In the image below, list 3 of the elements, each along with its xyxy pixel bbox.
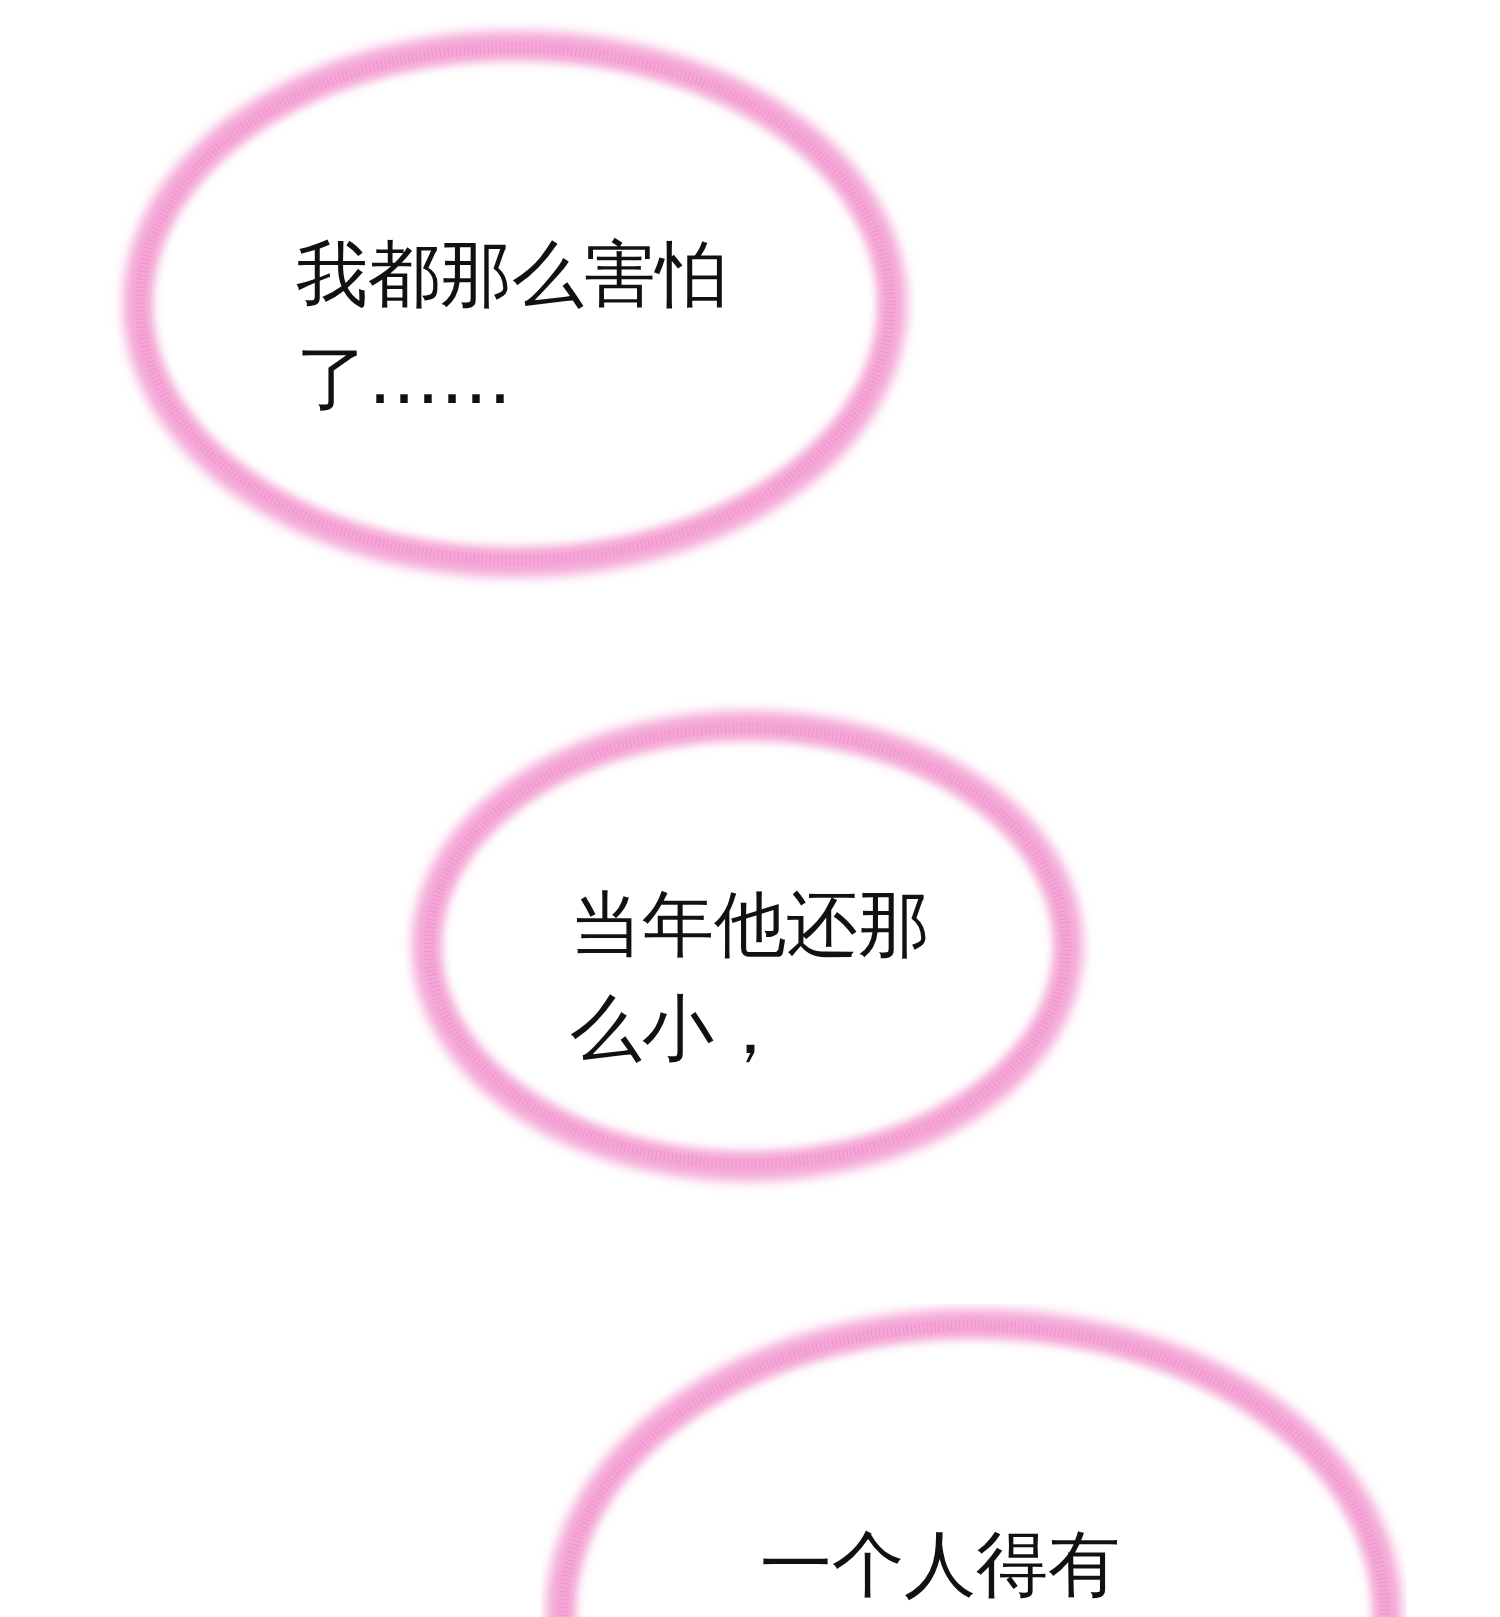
dialogue-text: 一个人得有 (760, 1521, 1121, 1608)
dialogue-text: 当年他还那么小， (570, 881, 931, 1073)
dialogue-text: 我都那么害怕了…… (296, 231, 729, 423)
